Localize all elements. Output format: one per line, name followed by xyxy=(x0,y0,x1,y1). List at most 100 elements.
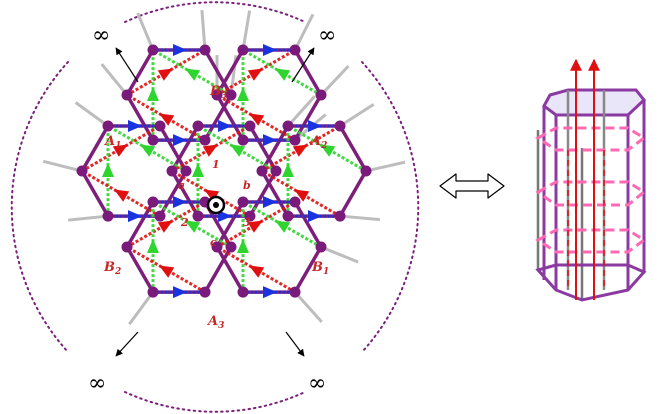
lattice-vertex xyxy=(225,241,237,253)
tube-ring-3 xyxy=(535,228,647,254)
infinity-label-bottom-left: ∞ xyxy=(88,371,106,396)
inner-labels: 1 2 3 a b c xyxy=(178,158,251,249)
external-spokes xyxy=(42,10,406,326)
label-a: a xyxy=(178,179,185,192)
lattice-vertex xyxy=(237,134,249,146)
lattice-vertex xyxy=(282,210,294,222)
lattice-vertex xyxy=(199,286,211,298)
spoke-line xyxy=(136,12,155,51)
lattice-vertex xyxy=(315,89,327,101)
red-arrowhead xyxy=(157,68,173,81)
red-arrowhead xyxy=(204,189,220,202)
spoke-line xyxy=(320,245,359,264)
lattice-vertex xyxy=(211,241,223,253)
blue-arrowhead xyxy=(173,134,187,147)
boundary-arc-bottom xyxy=(124,391,306,413)
arrow-to-infinity-top-right xyxy=(291,47,315,83)
label-1: 1 xyxy=(212,158,220,171)
lattice-vertex xyxy=(192,210,204,222)
blue-arrowhead xyxy=(128,120,142,132)
label-B1: B1 xyxy=(311,260,329,277)
lattice-vertices xyxy=(76,44,372,298)
tube-ring-1 xyxy=(535,126,647,152)
lattice-vertex xyxy=(154,120,166,132)
green-arrowhead xyxy=(147,87,159,102)
lattice-vertex xyxy=(199,44,211,56)
label-A2: A2 xyxy=(309,134,327,151)
spoke-line xyxy=(365,160,406,173)
red-arrowhead xyxy=(247,220,263,233)
lattice-vertex xyxy=(289,134,301,146)
spoke-line xyxy=(293,13,315,51)
lattice-vertex xyxy=(289,286,301,298)
red-arrowhead xyxy=(292,144,308,157)
infinity-label-top-left: ∞ xyxy=(92,23,110,48)
lattice-vertex xyxy=(289,196,301,208)
lattice-vertex xyxy=(121,89,133,101)
hexagonal-tube xyxy=(535,58,647,302)
label-B3: B3 xyxy=(209,84,227,101)
blue-arrowhead xyxy=(308,210,322,223)
lattice-vertex xyxy=(102,120,114,132)
infinity-arrows xyxy=(115,47,315,357)
lattice-vertex xyxy=(244,120,256,132)
red-arrowhead xyxy=(159,265,175,278)
blue-arrowhead xyxy=(263,286,277,299)
green-arrowhead xyxy=(185,68,201,81)
label-c: c xyxy=(210,236,217,249)
green-arrowhead xyxy=(102,163,114,178)
green-arrowhead xyxy=(275,220,291,233)
vertex-labels: B3 A1 A2 B2 B1 A3 xyxy=(103,84,329,331)
infinity-labels: ∞ ∞ ∞ ∞ xyxy=(88,23,336,396)
blue-arrowhead xyxy=(128,210,142,223)
lattice-vertex xyxy=(334,210,346,222)
green-arrowhead xyxy=(237,239,249,254)
tube-ring-2 xyxy=(535,180,647,207)
spoke-line xyxy=(339,214,380,222)
blue-arrowhead xyxy=(173,44,187,56)
blue-arrowhead xyxy=(263,196,277,208)
lattice-vertex xyxy=(211,89,223,101)
lattice-vertex xyxy=(147,196,159,208)
green-arrowhead xyxy=(230,144,246,157)
green-arrowhead xyxy=(140,144,156,157)
blue-arrowhead xyxy=(263,44,277,56)
green-arrowhead xyxy=(282,163,294,178)
lattice-vertex xyxy=(166,165,178,177)
boundary-circle xyxy=(10,1,420,413)
lattice-vertex xyxy=(147,286,159,298)
red-arrowhead xyxy=(294,189,310,202)
red-arrowhead xyxy=(157,220,173,233)
spoke-line xyxy=(286,95,316,128)
spoke-line xyxy=(100,63,129,96)
blue-arrowhead xyxy=(308,120,322,132)
lattice-vertex xyxy=(315,241,327,253)
circled-dot-icon xyxy=(206,195,226,215)
lattice-vertex xyxy=(282,120,294,132)
label-A1: A1 xyxy=(103,134,121,151)
lattice-vertex xyxy=(154,210,166,222)
lattice-vertex xyxy=(237,286,249,298)
lattice-vertex xyxy=(147,44,159,56)
lattice-vertex xyxy=(289,44,301,56)
red-arrowhead xyxy=(247,68,263,81)
red-arrowhead xyxy=(249,265,265,278)
red-arrowhead xyxy=(202,144,218,157)
hopping-arrows xyxy=(81,44,367,299)
honeycomb-lattice xyxy=(80,48,368,294)
blue-arrowhead xyxy=(263,134,277,147)
boundary-arc-left xyxy=(10,61,69,353)
boundary-arc-right xyxy=(361,61,420,353)
lattice-vertex xyxy=(334,120,346,132)
infinity-label-bottom-right: ∞ xyxy=(308,371,326,396)
red-arrowhead xyxy=(112,144,128,157)
lattice-vertex xyxy=(270,165,282,177)
red-arrowhead xyxy=(159,113,175,126)
lattice-vertex xyxy=(121,241,133,253)
lattice-vertex xyxy=(180,165,192,177)
lattice-vertex xyxy=(237,44,249,56)
green-arrowhead xyxy=(237,87,249,102)
lattice-vertex xyxy=(199,134,211,146)
lattice-vertex xyxy=(147,134,159,146)
